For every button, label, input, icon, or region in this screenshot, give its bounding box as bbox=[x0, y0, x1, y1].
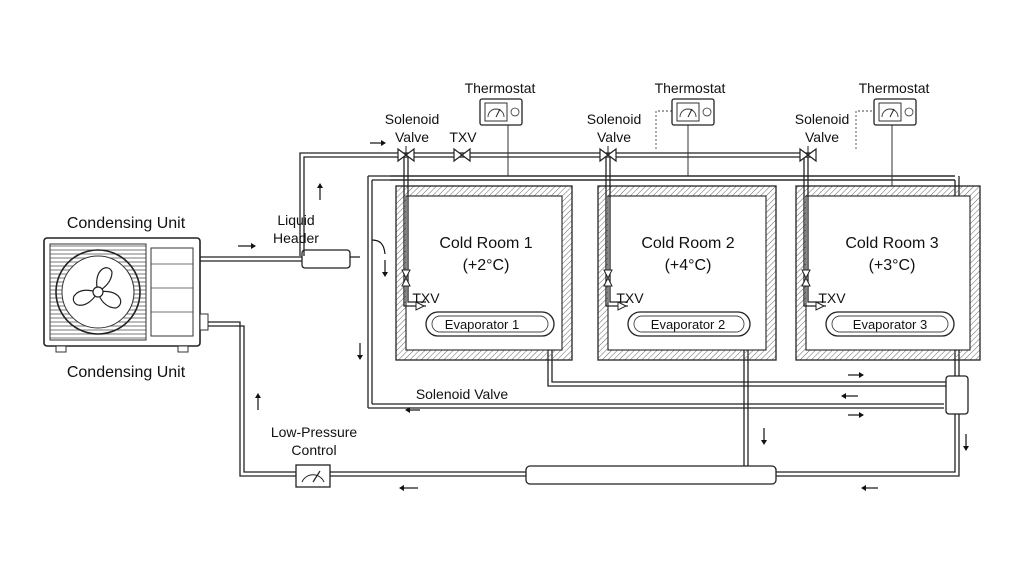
condensing-unit bbox=[43, 237, 209, 353]
evaporator-3 bbox=[825, 311, 955, 337]
low-pressure-control bbox=[295, 464, 331, 488]
solenoid-valve-1 bbox=[397, 146, 415, 163]
fan-icon bbox=[55, 249, 141, 335]
room-1-txv bbox=[401, 269, 426, 311]
liquid-header-label-2: Header bbox=[273, 230, 319, 246]
thermostat-3-label: Thermostat bbox=[859, 80, 930, 96]
suction-receiver bbox=[525, 465, 777, 485]
liquid-header-label-1: Liquid bbox=[277, 212, 314, 228]
lpc-label-2: Control bbox=[291, 442, 336, 458]
evaporator-1 bbox=[425, 311, 555, 337]
evaporator-1-label: Evaporator 1 bbox=[445, 317, 519, 332]
room-2-name: Cold Room 2 bbox=[641, 235, 734, 252]
thermostat-2 bbox=[671, 98, 715, 126]
evaporator-2 bbox=[627, 311, 751, 337]
suction-solenoid-label: Solenoid Valve bbox=[416, 386, 509, 402]
main-txv-label: TXV bbox=[449, 129, 477, 145]
thermostat-1-label: Thermostat bbox=[465, 80, 536, 96]
room-3-txv bbox=[801, 269, 826, 311]
main-txv-valve bbox=[453, 147, 471, 163]
room-3-txv-label: TXV bbox=[818, 290, 846, 306]
room-2-txv bbox=[603, 269, 628, 311]
thermostat-3 bbox=[873, 98, 917, 126]
room-3-name: Cold Room 3 bbox=[845, 235, 938, 252]
solenoid-3-label-1: Solenoid bbox=[795, 111, 850, 127]
accumulator bbox=[945, 375, 969, 415]
solenoid-1-label-2: Valve bbox=[395, 129, 429, 145]
room-3-temp: (+3°C) bbox=[869, 257, 916, 274]
liquid-header bbox=[301, 249, 351, 269]
flow-arrows bbox=[238, 140, 969, 491]
condensing-unit-label-top: Condensing Unit bbox=[67, 215, 186, 232]
solenoid-1-label-1: Solenoid bbox=[385, 111, 440, 127]
solenoid-3-label-2: Valve bbox=[805, 129, 839, 145]
lpc-label-1: Low-Pressure bbox=[271, 424, 358, 440]
solenoid-valve-2 bbox=[599, 146, 617, 163]
solenoid-2-label-2: Valve bbox=[597, 129, 631, 145]
evaporator-3-label: Evaporator 3 bbox=[853, 317, 927, 332]
evaporator-2-label: Evaporator 2 bbox=[651, 317, 725, 332]
room-1-txv-label: TXV bbox=[412, 290, 440, 306]
solenoid-valve-3 bbox=[799, 146, 817, 163]
thermostat-2-label: Thermostat bbox=[655, 80, 726, 96]
room-1-name: Cold Room 1 bbox=[439, 235, 532, 252]
thermostat-1 bbox=[479, 98, 523, 126]
room-2-txv-label: TXV bbox=[616, 290, 644, 306]
room-2-temp: (+4°C) bbox=[665, 257, 712, 274]
solenoid-2-label-1: Solenoid bbox=[587, 111, 642, 127]
room-1-temp: (+2°C) bbox=[463, 257, 510, 274]
condensing-unit-label-bottom: Condensing Unit bbox=[67, 364, 186, 381]
